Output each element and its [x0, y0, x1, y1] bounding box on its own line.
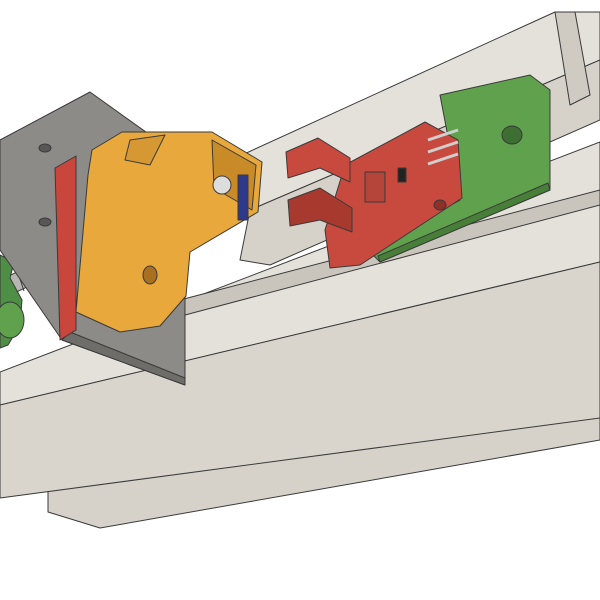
main-rail-face — [0, 261, 600, 499]
sensor-body — [324, 121, 463, 269]
carriage — [75, 131, 263, 333]
optical-sensor — [285, 121, 463, 269]
bearing — [212, 175, 232, 195]
sensor-fork-lower — [287, 187, 353, 233]
sensor-fork-upper — [285, 137, 351, 183]
knob[interactable] — [0, 254, 25, 349]
upper-rail-lip — [554, 11, 591, 106]
red-plate — [54, 155, 77, 341]
board-edge — [377, 182, 551, 263]
bearing-holder — [237, 174, 249, 221]
